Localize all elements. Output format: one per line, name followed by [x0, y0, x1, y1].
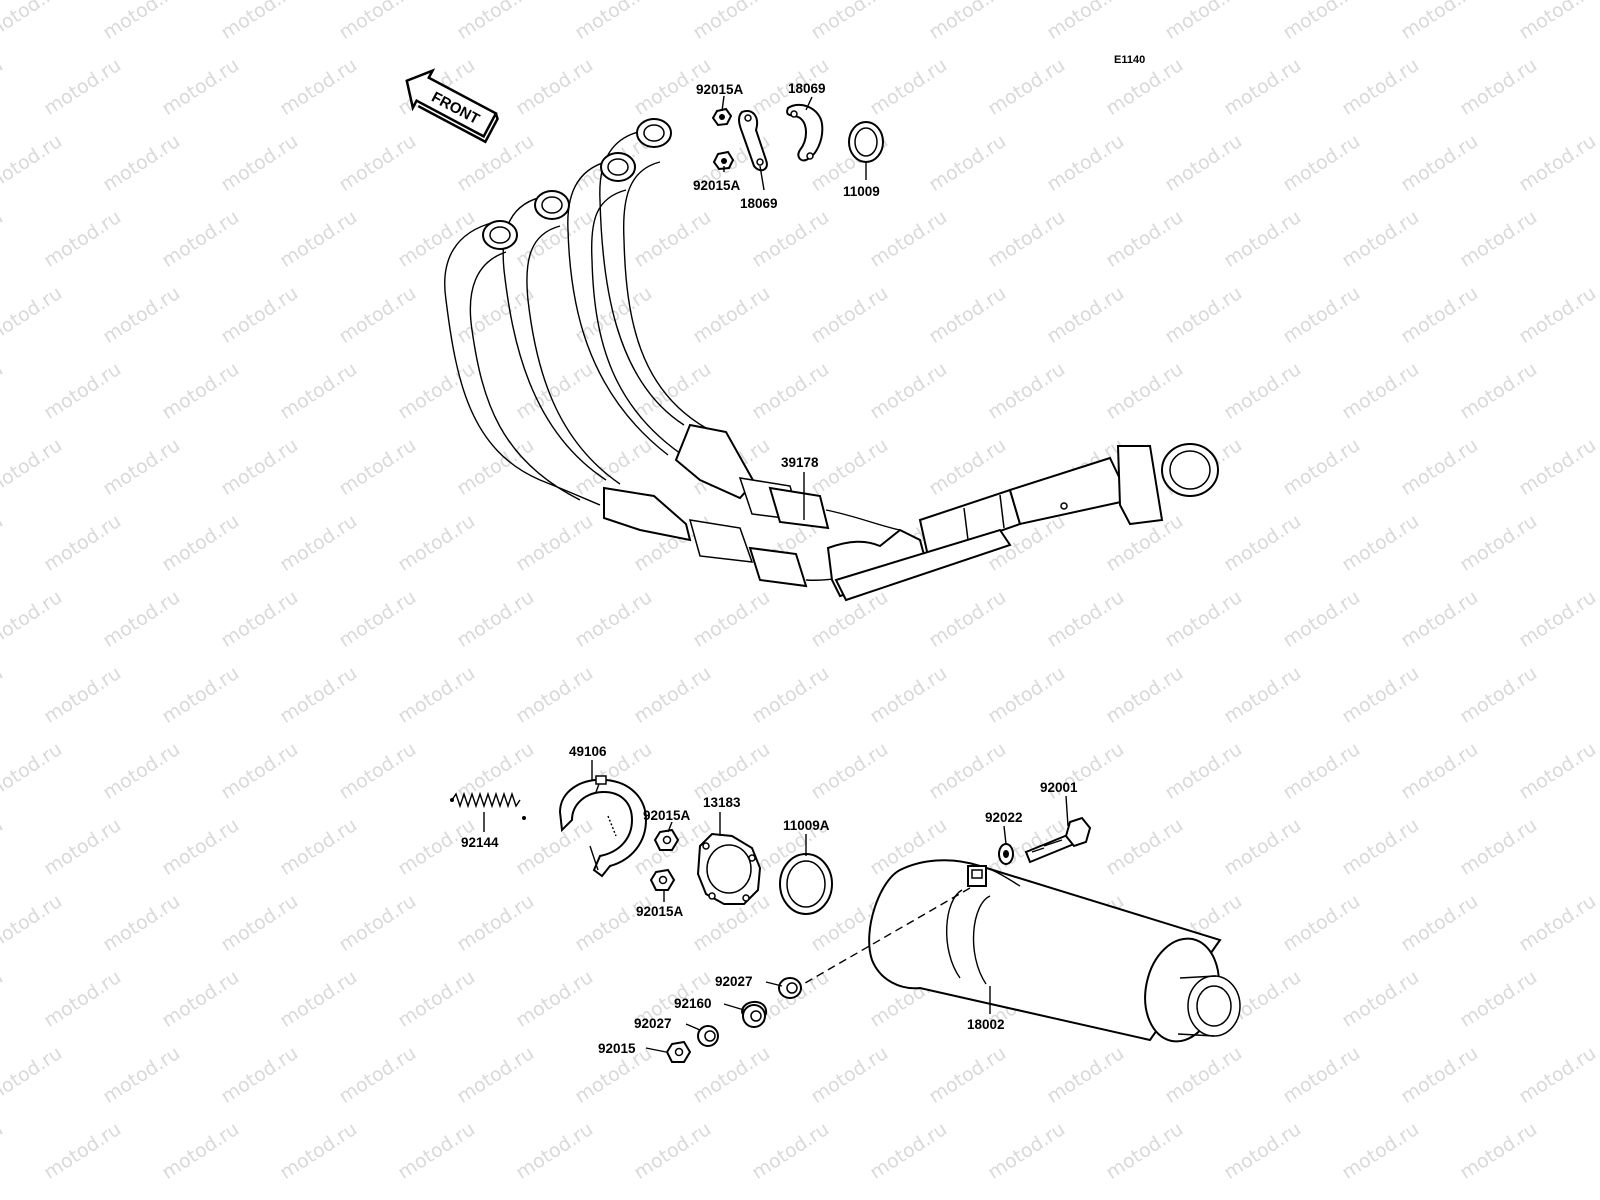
gasket-11009A — [779, 853, 833, 915]
label-92160: 92160 — [674, 996, 712, 1011]
muffler-18002 — [799, 859, 1241, 1043]
label-92015: 92015 — [598, 1041, 636, 1056]
header-port-4 — [482, 220, 518, 250]
nut-92015A-top1 — [711, 107, 733, 127]
washer-92022 — [998, 843, 1014, 865]
leader-lines — [483, 95, 1069, 1053]
header-port-2 — [600, 152, 636, 182]
header-port-3 — [534, 190, 570, 220]
holder-18069-b — [786, 103, 824, 162]
label-92015A-top2: 92015A — [693, 178, 741, 193]
holder-18069-a — [738, 110, 768, 172]
nut-92015A-top2 — [712, 150, 735, 171]
label-18002: 18002 — [967, 1017, 1005, 1032]
nut-92015A-mid2 — [649, 868, 676, 891]
gasket-11009 — [848, 121, 884, 163]
label-92015A-mid1: 92015A — [643, 808, 691, 823]
nut-92015A-mid1 — [653, 828, 680, 851]
label-11009: 11009 — [843, 184, 880, 199]
header-pipes-39178 — [444, 118, 1219, 602]
front-arrow-icon: FRONT — [405, 68, 499, 144]
bolt-92001 — [1024, 816, 1092, 864]
label-13183: 13183 — [703, 795, 741, 810]
label-92015A-mid2: 92015A — [636, 904, 684, 919]
cover-49106 — [558, 775, 648, 878]
label-92027-a: 92027 — [715, 974, 753, 989]
nut-92015 — [665, 1040, 692, 1063]
flange-13183 — [696, 832, 762, 905]
label-92015A-top1: 92015A — [696, 82, 744, 97]
header-port-1 — [636, 118, 672, 148]
collar-92027-b — [697, 1025, 719, 1047]
label-92001: 92001 — [1040, 780, 1078, 795]
label-18069-top2: 18069 — [740, 196, 778, 211]
label-39178: 39178 — [781, 455, 819, 470]
label-18069-top1: 18069 — [788, 81, 826, 96]
grommet-92160 — [740, 1001, 768, 1028]
label-49106: 49106 — [569, 744, 607, 759]
header-outlet-flange — [1060, 443, 1219, 526]
label-92022: 92022 — [985, 810, 1023, 825]
spring-92144 — [450, 791, 526, 820]
diagram-code: E1140 — [1114, 54, 1145, 66]
label-11009A: 11009A — [783, 818, 830, 833]
label-92144: 92144 — [461, 835, 499, 850]
collar-92027-a — [778, 977, 802, 999]
label-92027-b: 92027 — [634, 1016, 672, 1031]
